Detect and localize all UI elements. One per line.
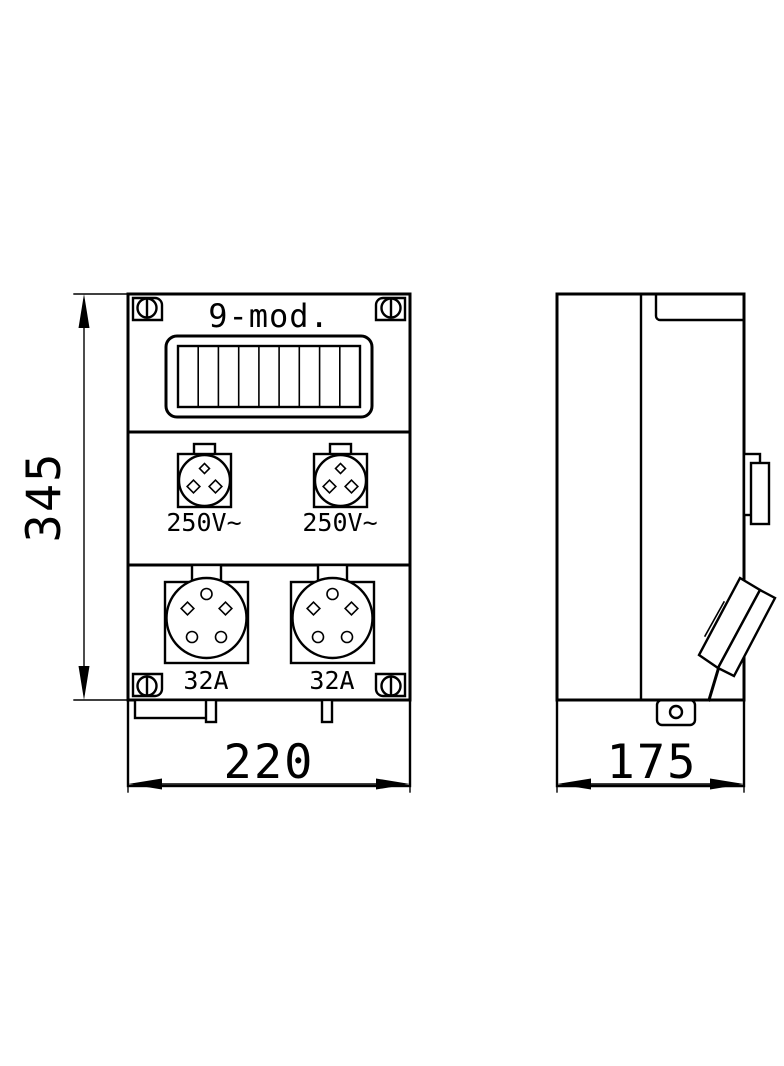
side-mounting-foot	[655, 698, 697, 727]
socket-pin-l1	[180, 601, 195, 616]
side-top-recess	[654, 292, 746, 322]
socket-32a-right-label: 32A	[309, 666, 354, 695]
dimension-height-345: 345	[17, 293, 129, 701]
protrusion-outer-block	[749, 461, 771, 526]
dimension-depth-175: 175	[556, 699, 745, 793]
din-window-inner	[176, 344, 362, 409]
side-view	[555, 292, 777, 788]
socket-32a-left-label: 32A	[183, 666, 228, 695]
socket-pin-earth	[198, 462, 211, 475]
arrowhead-right	[376, 778, 410, 790]
socket-32a-right	[289, 563, 376, 665]
socket-250v-left	[176, 442, 233, 509]
arrowhead-right	[710, 778, 744, 790]
arrowhead-bottom	[78, 666, 90, 700]
socket-face-circle	[177, 453, 232, 508]
angled-socket-face	[716, 588, 777, 678]
socket-250v-right	[312, 442, 369, 509]
module-count-label: 9-mod.	[208, 297, 330, 335]
socket-pin-neutral	[208, 479, 223, 494]
mounting-hole	[668, 704, 684, 720]
socket-pin-neutral	[344, 479, 359, 494]
socket-250v-left-label: 250V~	[166, 508, 241, 537]
corner-screw-top-right	[374, 296, 407, 322]
side-socket-250v-protrusion	[742, 452, 771, 526]
corner-screw-bottom-right	[374, 672, 407, 698]
socket-pin-live	[322, 479, 337, 494]
socket-pin-l2	[344, 601, 359, 616]
arrowhead-left	[128, 778, 162, 790]
socket-pin-l3	[311, 630, 325, 644]
front-view: 9-mod. 250V~ 250V~	[126, 292, 412, 788]
socket-pin-earth	[326, 587, 339, 601]
socket-pin-earth	[200, 587, 213, 601]
bottom-knockout-tab-left	[204, 698, 218, 724]
corner-screw-top-left	[131, 296, 164, 322]
angled-socket-edge	[703, 600, 726, 638]
corner-screw-bottom-left	[131, 672, 164, 698]
arrowhead-left	[557, 778, 591, 790]
socket-250v-right-label: 250V~	[302, 508, 377, 537]
socket-32a-left	[163, 563, 250, 665]
dimension-height-value: 345	[17, 452, 72, 543]
socket-face-circle	[313, 453, 368, 508]
dimension-depth-value: 175	[607, 735, 698, 790]
dimension-width-220: 220	[127, 717, 411, 793]
socket-pin-l1	[306, 601, 321, 616]
socket-pin-neutral	[214, 630, 228, 644]
bottom-rail-bar	[133, 698, 211, 720]
socket-pin-l2	[218, 601, 233, 616]
dimension-width-value: 220	[224, 735, 315, 790]
side-socket-32a-angled	[697, 576, 777, 678]
bottom-knockout-tab-right	[320, 698, 334, 724]
socket-pin-earth	[334, 462, 347, 475]
din-module-slots	[197, 345, 341, 408]
socket-pin-l3	[185, 630, 199, 644]
socket-pin-live	[186, 479, 201, 494]
front-bottom-detail	[133, 698, 334, 724]
socket-pin-neutral	[340, 630, 354, 644]
arrowhead-top	[78, 294, 90, 328]
din-module-window	[164, 334, 374, 419]
